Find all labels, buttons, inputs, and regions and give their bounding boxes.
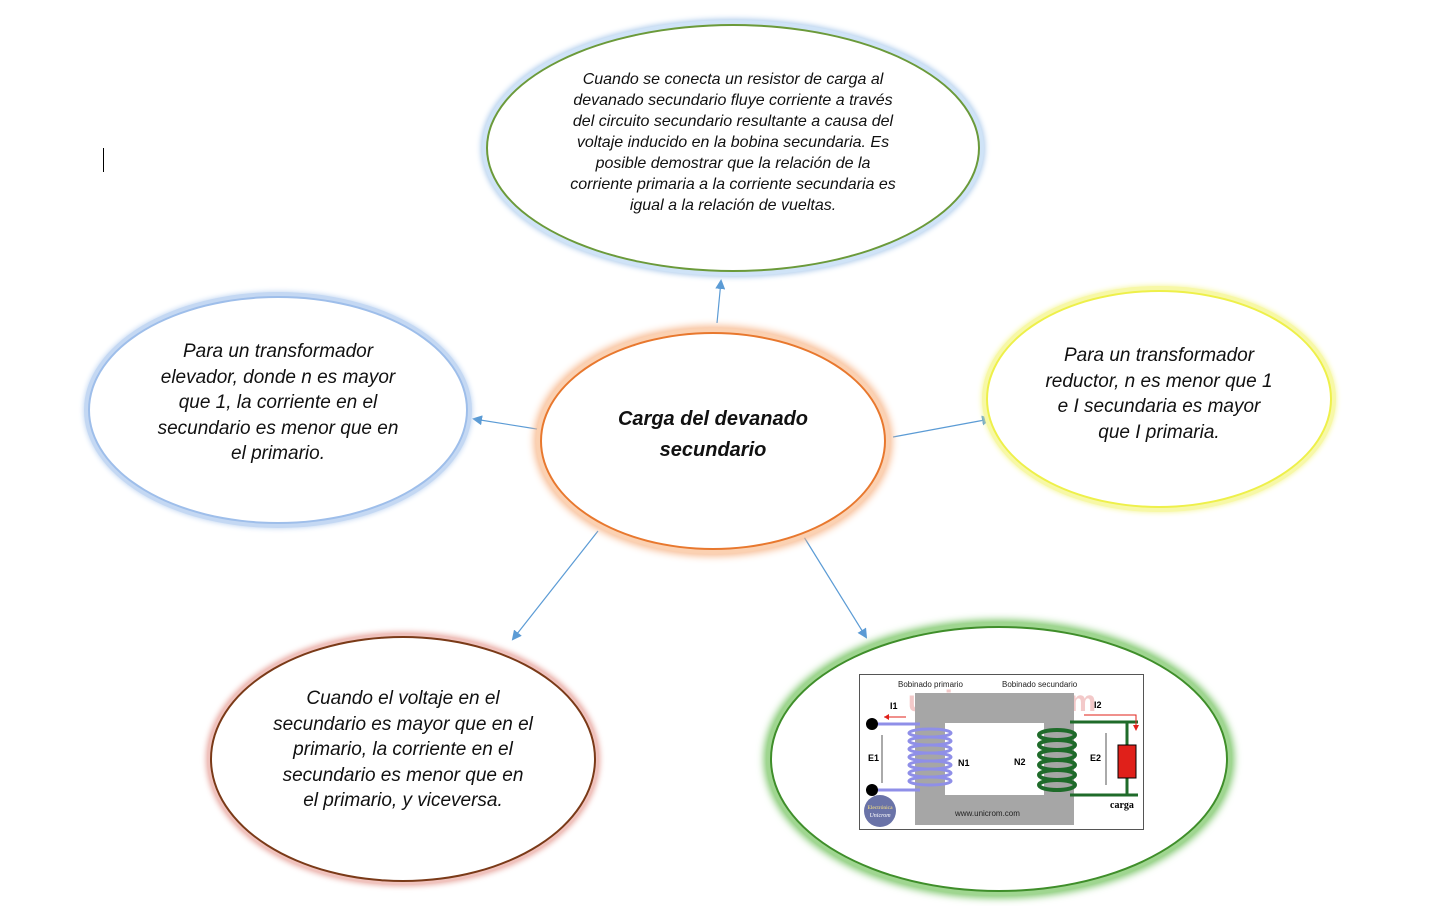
secondary-coil: [1037, 728, 1077, 792]
top-ellipse-text: Cuando se conecta un resistor de carga a…: [570, 70, 896, 214]
text-cursor: [103, 148, 104, 172]
arrow-to-left: [472, 415, 544, 431]
arrow-to-bottom-left: [511, 530, 599, 641]
load-resistor: [1117, 744, 1137, 779]
label-url: www.unicrom.com: [954, 809, 1020, 818]
label-i1: I1: [890, 701, 898, 711]
bottom-left-ellipse-text: Cuando el voltaje en el secundario es ma…: [273, 688, 533, 812]
central-ellipse: Carga del devanado secundario: [540, 332, 886, 550]
label-n2: N2: [1014, 757, 1026, 767]
svg-text:Unicrom: Unicrom: [869, 813, 891, 819]
terminal-bottom: [866, 784, 878, 796]
arrow-to-bottom-right: [803, 536, 868, 639]
svg-text:Electrónica: Electrónica: [867, 805, 893, 811]
label-load: carga: [1110, 800, 1134, 811]
transformer-diagram-image: unicrom.com Bobinado primario Bobinado s…: [859, 674, 1144, 830]
right-ellipse: Para un transformador reductor, n es men…: [986, 290, 1332, 508]
central-title: Carga del devanado secundario: [617, 408, 809, 461]
label-primary-winding: Bobinado primario: [898, 680, 963, 689]
label-n1: N1: [958, 758, 970, 768]
transformer-core: [915, 693, 1074, 825]
left-ellipse-text: Para un transformador elevador, donde n …: [157, 341, 399, 465]
left-ellipse: Para un transformador elevador, donde n …: [88, 296, 468, 524]
bottom-left-ellipse: Cuando el voltaje en el secundario es ma…: [210, 636, 596, 882]
label-e2: E2: [1090, 753, 1101, 763]
arrow-to-right: [892, 415, 992, 438]
label-secondary-winding: Bobinado secundario: [1002, 680, 1078, 689]
arrow-to-top: [715, 279, 726, 324]
terminal-top: [866, 718, 878, 730]
label-e1: E1: [868, 753, 879, 763]
label-i2: I2: [1094, 700, 1102, 710]
primary-coil: [907, 727, 953, 787]
unicrom-logo: Electrónica Unicrom: [864, 795, 896, 827]
top-ellipse: Cuando se conecta un resistor de carga a…: [486, 24, 980, 272]
right-ellipse-text: Para un transformador reductor, n es men…: [1045, 345, 1273, 443]
